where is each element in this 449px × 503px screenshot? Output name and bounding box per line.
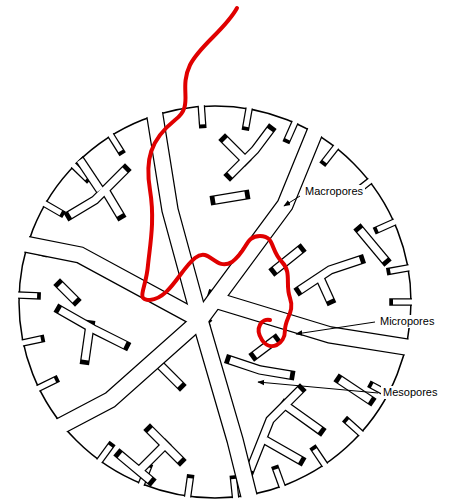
pore-wall bbox=[347, 421, 363, 436]
pore-void bbox=[97, 446, 110, 464]
pore-label: Micropores bbox=[378, 315, 436, 328]
pore-void bbox=[200, 320, 255, 503]
pore-void bbox=[160, 365, 180, 385]
pore-wall bbox=[187, 478, 190, 500]
pore-label: Macropores bbox=[303, 185, 365, 198]
pore-wall bbox=[285, 405, 320, 430]
pore-void bbox=[287, 119, 296, 139]
pore-wall bbox=[15, 320, 200, 450]
pore-void bbox=[70, 170, 125, 215]
leader-line bbox=[284, 196, 300, 206]
pore-wall bbox=[215, 195, 245, 200]
pore-wall bbox=[105, 190, 120, 215]
pore-wall bbox=[315, 450, 327, 468]
pore-void bbox=[378, 221, 398, 230]
pore-void bbox=[200, 95, 330, 320]
pore-void bbox=[285, 405, 320, 430]
pore-void bbox=[42, 202, 61, 213]
pore-void bbox=[276, 469, 284, 490]
leader-line bbox=[296, 322, 375, 334]
pore-wall bbox=[276, 469, 284, 490]
pore-walls bbox=[5, 85, 425, 503]
pore-wall bbox=[60, 285, 75, 300]
pore-void bbox=[80, 160, 100, 190]
pore-void bbox=[5, 240, 200, 320]
pore-wall bbox=[230, 360, 290, 375]
pore-void bbox=[390, 267, 412, 271]
pore-void bbox=[109, 132, 121, 151]
pore-wall bbox=[225, 140, 245, 160]
pore-wall bbox=[246, 105, 250, 127]
pore-void bbox=[360, 230, 385, 260]
pore-wall bbox=[200, 320, 255, 503]
pore-void bbox=[201, 102, 203, 124]
pore-void bbox=[347, 421, 363, 436]
pore-wall bbox=[287, 119, 296, 139]
pore-wall bbox=[85, 325, 90, 360]
pore-wall bbox=[360, 230, 385, 260]
pore-void bbox=[140, 445, 165, 470]
pore-wall bbox=[320, 278, 330, 300]
pore-wall bbox=[378, 221, 398, 230]
pore-void bbox=[225, 140, 245, 160]
pore-void bbox=[19, 339, 41, 344]
leader-line bbox=[258, 382, 378, 393]
pore-wall bbox=[393, 298, 415, 306]
pore-wall bbox=[325, 144, 339, 161]
pore-wall bbox=[109, 132, 121, 151]
pore-wall bbox=[160, 365, 180, 385]
pore-void bbox=[215, 195, 245, 200]
pore-wall bbox=[234, 479, 236, 501]
pore-wall bbox=[5, 240, 200, 320]
pore-wall bbox=[265, 440, 300, 460]
pore-void bbox=[320, 278, 330, 300]
pore-void bbox=[246, 105, 250, 127]
pore-void bbox=[265, 440, 300, 460]
pore-void bbox=[15, 293, 37, 299]
pore-void bbox=[85, 325, 90, 360]
pore-wall bbox=[300, 260, 360, 290]
pore-wall bbox=[80, 160, 100, 190]
pore-void bbox=[120, 455, 150, 480]
pore-void bbox=[315, 450, 327, 468]
pore-void bbox=[393, 300, 415, 305]
pore-wall bbox=[390, 267, 412, 271]
pore-void bbox=[60, 285, 75, 300]
pore-network bbox=[5, 85, 425, 503]
pore-wall bbox=[19, 339, 41, 344]
pore-void bbox=[234, 479, 236, 501]
pore-wall bbox=[97, 446, 110, 464]
pore-wall bbox=[250, 390, 300, 470]
pore-void bbox=[300, 260, 360, 290]
pore-wall bbox=[140, 445, 165, 470]
pore-label: Mesopores bbox=[381, 386, 439, 399]
pore-wall bbox=[201, 102, 203, 124]
pore-void bbox=[187, 478, 190, 500]
pore-void bbox=[230, 360, 290, 375]
pore-wall bbox=[200, 95, 330, 320]
pore-wall bbox=[35, 380, 55, 390]
pore-wall bbox=[15, 291, 37, 299]
pore-wall bbox=[42, 202, 61, 213]
pore-void bbox=[325, 144, 339, 161]
pore-void bbox=[15, 320, 200, 450]
pore-void bbox=[105, 190, 120, 215]
pore-void bbox=[35, 380, 55, 390]
pore-space bbox=[5, 85, 425, 503]
pore-void bbox=[250, 390, 300, 470]
diffusion-path bbox=[142, 8, 291, 346]
